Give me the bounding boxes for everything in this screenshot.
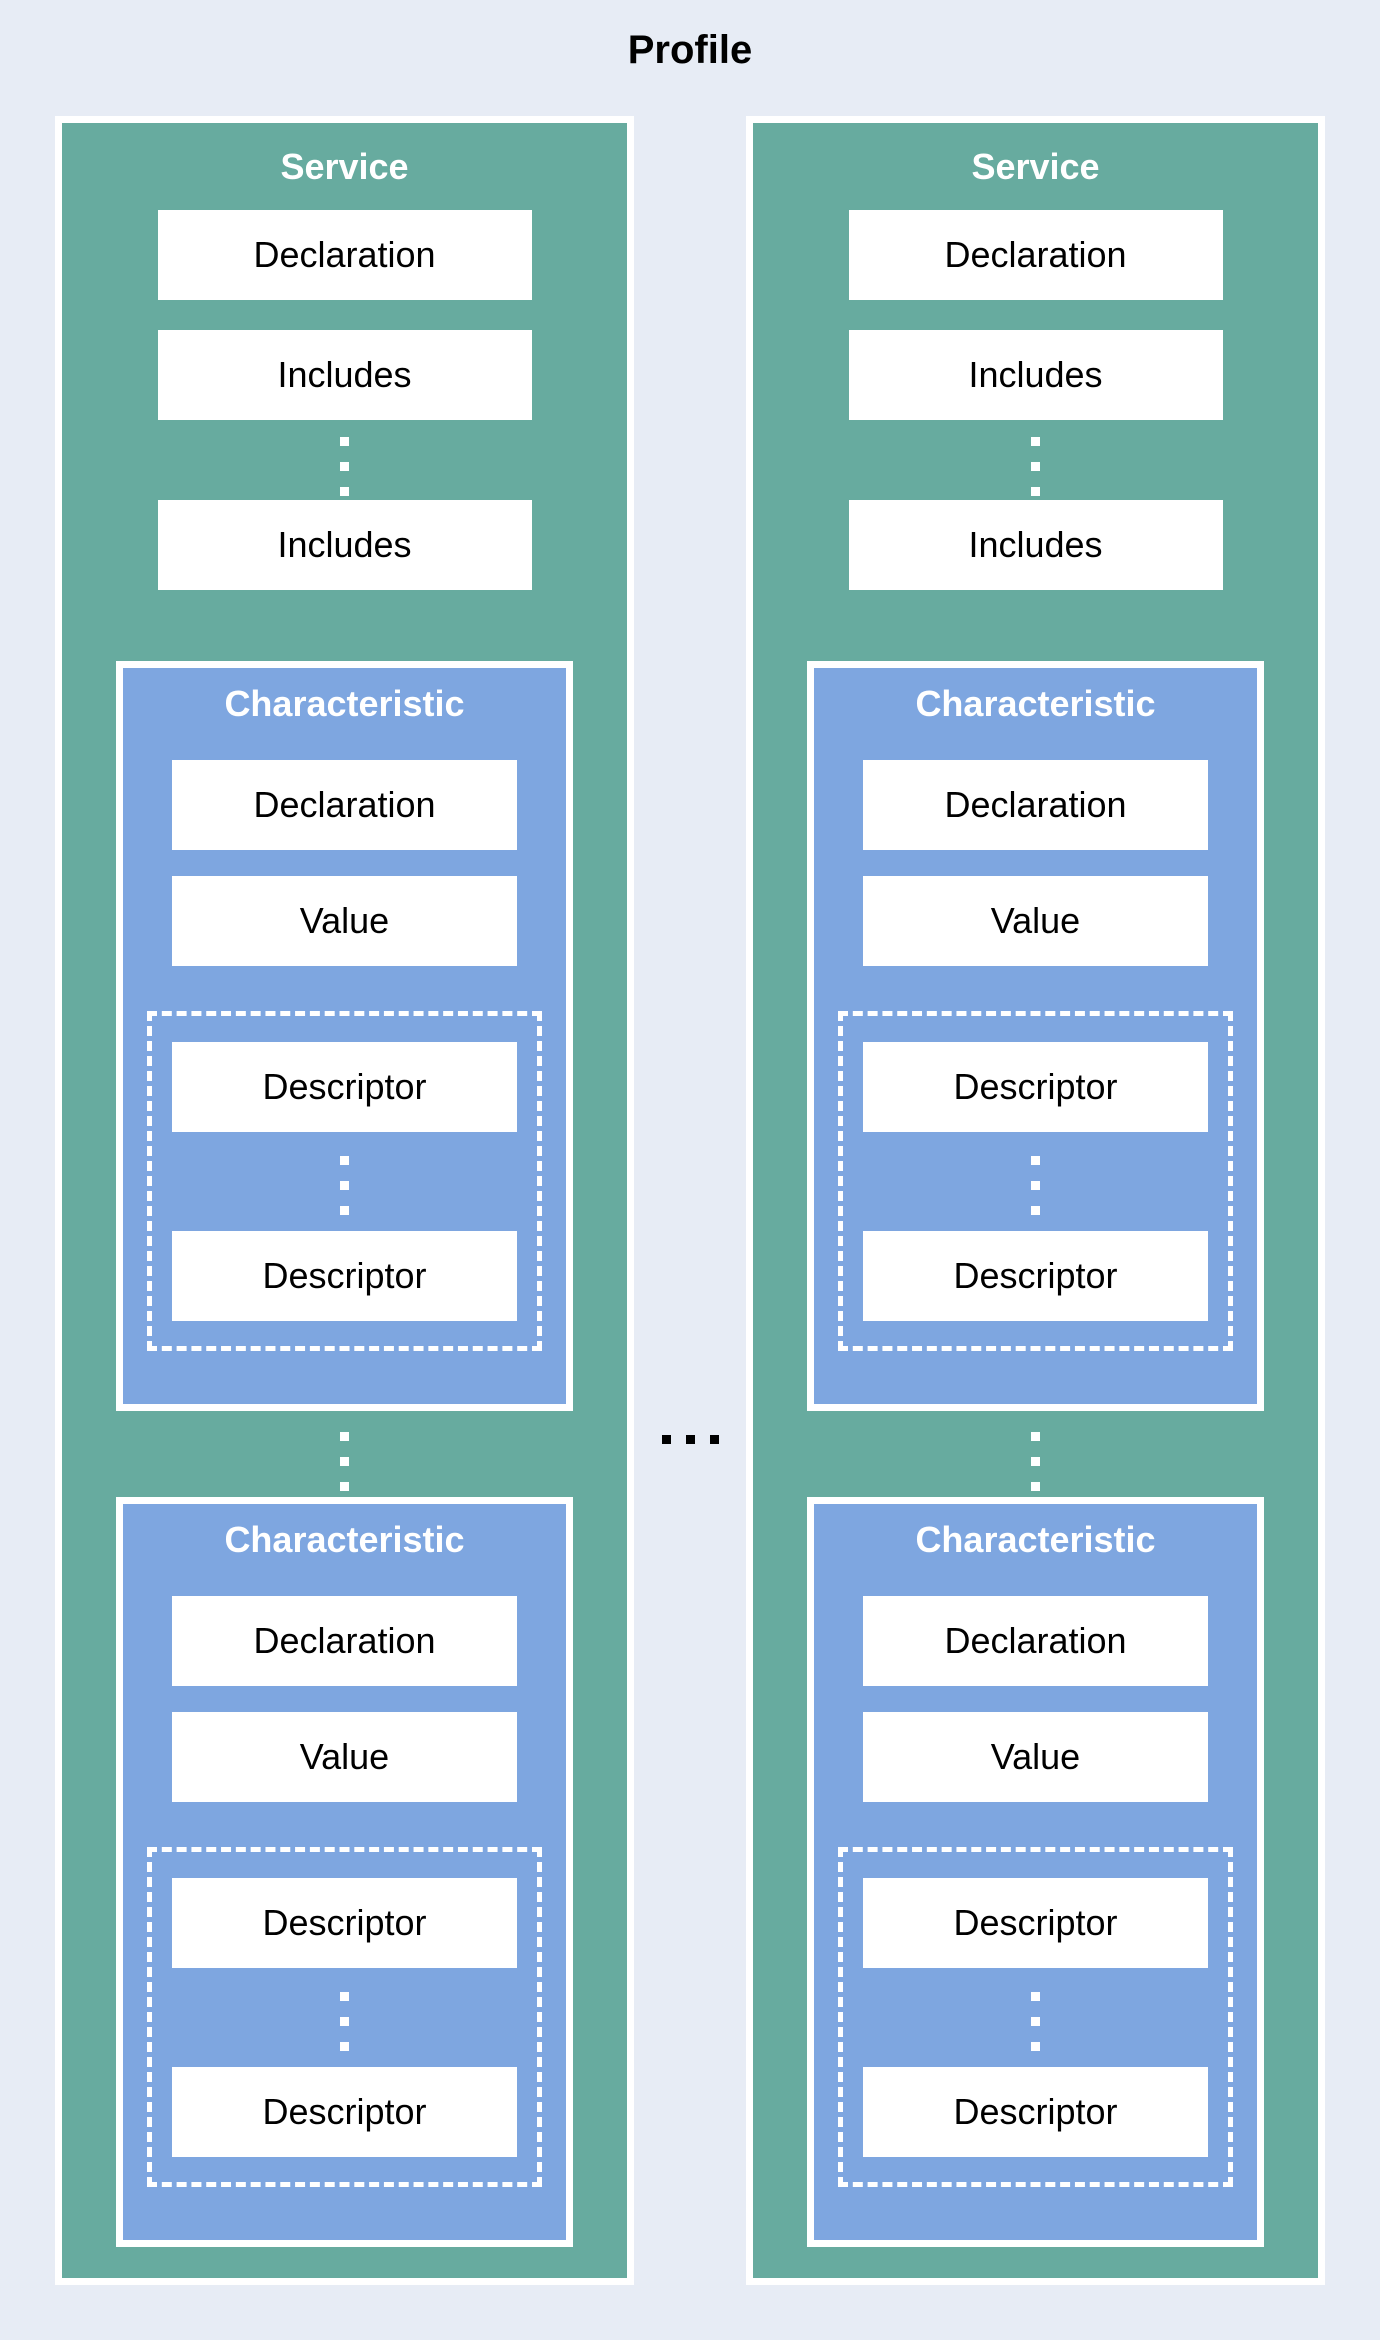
descriptor-group: Descriptor Descriptor (838, 1847, 1233, 2187)
characteristic-declaration-box: Declaration (863, 760, 1208, 850)
characteristic-title: Characteristic (915, 1519, 1156, 1560)
includes-box: Includes (157, 330, 532, 420)
characteristic-value-box: Value (172, 876, 517, 966)
characteristic-value-box: Value (172, 1712, 517, 1802)
characteristic-value-box: Value (863, 876, 1208, 966)
characteristic-declaration-box: Declaration (172, 1596, 517, 1686)
vertical-ellipsis-icon (843, 1992, 1228, 2051)
descriptor-box: Descriptor (172, 2067, 517, 2157)
characteristic-block: Characteristic Declaration Value Descrip… (807, 661, 1264, 1411)
characteristic-declaration-box: Declaration (863, 1596, 1208, 1686)
service-declaration-box: Declaration (848, 210, 1223, 300)
characteristic-value-box: Value (863, 1712, 1208, 1802)
descriptor-group: Descriptor Descriptor (838, 1011, 1233, 1351)
descriptor-box: Descriptor (863, 2067, 1208, 2157)
includes-box: Includes (848, 330, 1223, 420)
service-declaration-box: Declaration (157, 210, 532, 300)
service-panel: Service Declaration Includes Includes Ch… (55, 116, 634, 2285)
characteristic-declaration-box: Declaration (172, 760, 517, 850)
descriptor-group: Descriptor Descriptor (147, 1011, 542, 1351)
includes-box: Includes (848, 500, 1223, 590)
descriptor-box: Descriptor (863, 1231, 1208, 1321)
descriptor-box: Descriptor (863, 1042, 1208, 1132)
characteristic-title: Characteristic (915, 683, 1156, 724)
vertical-ellipsis-icon (152, 1156, 537, 1215)
characteristic-block: Characteristic Declaration Value Descrip… (807, 1497, 1264, 2247)
characteristic-title: Characteristic (224, 683, 465, 724)
page-title: Profile (627, 28, 753, 72)
vertical-ellipsis-icon (753, 1432, 1318, 1491)
descriptor-group: Descriptor Descriptor (147, 1847, 542, 2187)
descriptor-box: Descriptor (172, 1042, 517, 1132)
descriptor-box: Descriptor (172, 1231, 517, 1321)
vertical-ellipsis-icon (62, 437, 627, 496)
service-title: Service (280, 146, 409, 187)
service-panel: Service Declaration Includes Includes Ch… (746, 116, 1325, 2285)
includes-box: Includes (157, 500, 532, 590)
vertical-ellipsis-icon (152, 1992, 537, 2051)
characteristic-title: Characteristic (224, 1519, 465, 1560)
descriptor-box: Descriptor (863, 1878, 1208, 1968)
descriptor-box: Descriptor (172, 1878, 517, 1968)
horizontal-ellipsis-icon (0, 1435, 1380, 1444)
service-title: Service (971, 146, 1100, 187)
characteristic-block: Characteristic Declaration Value Descrip… (116, 1497, 573, 2247)
vertical-ellipsis-icon (753, 437, 1318, 496)
vertical-ellipsis-icon (843, 1156, 1228, 1215)
characteristic-block: Characteristic Declaration Value Descrip… (116, 661, 573, 1411)
vertical-ellipsis-icon (62, 1432, 627, 1491)
